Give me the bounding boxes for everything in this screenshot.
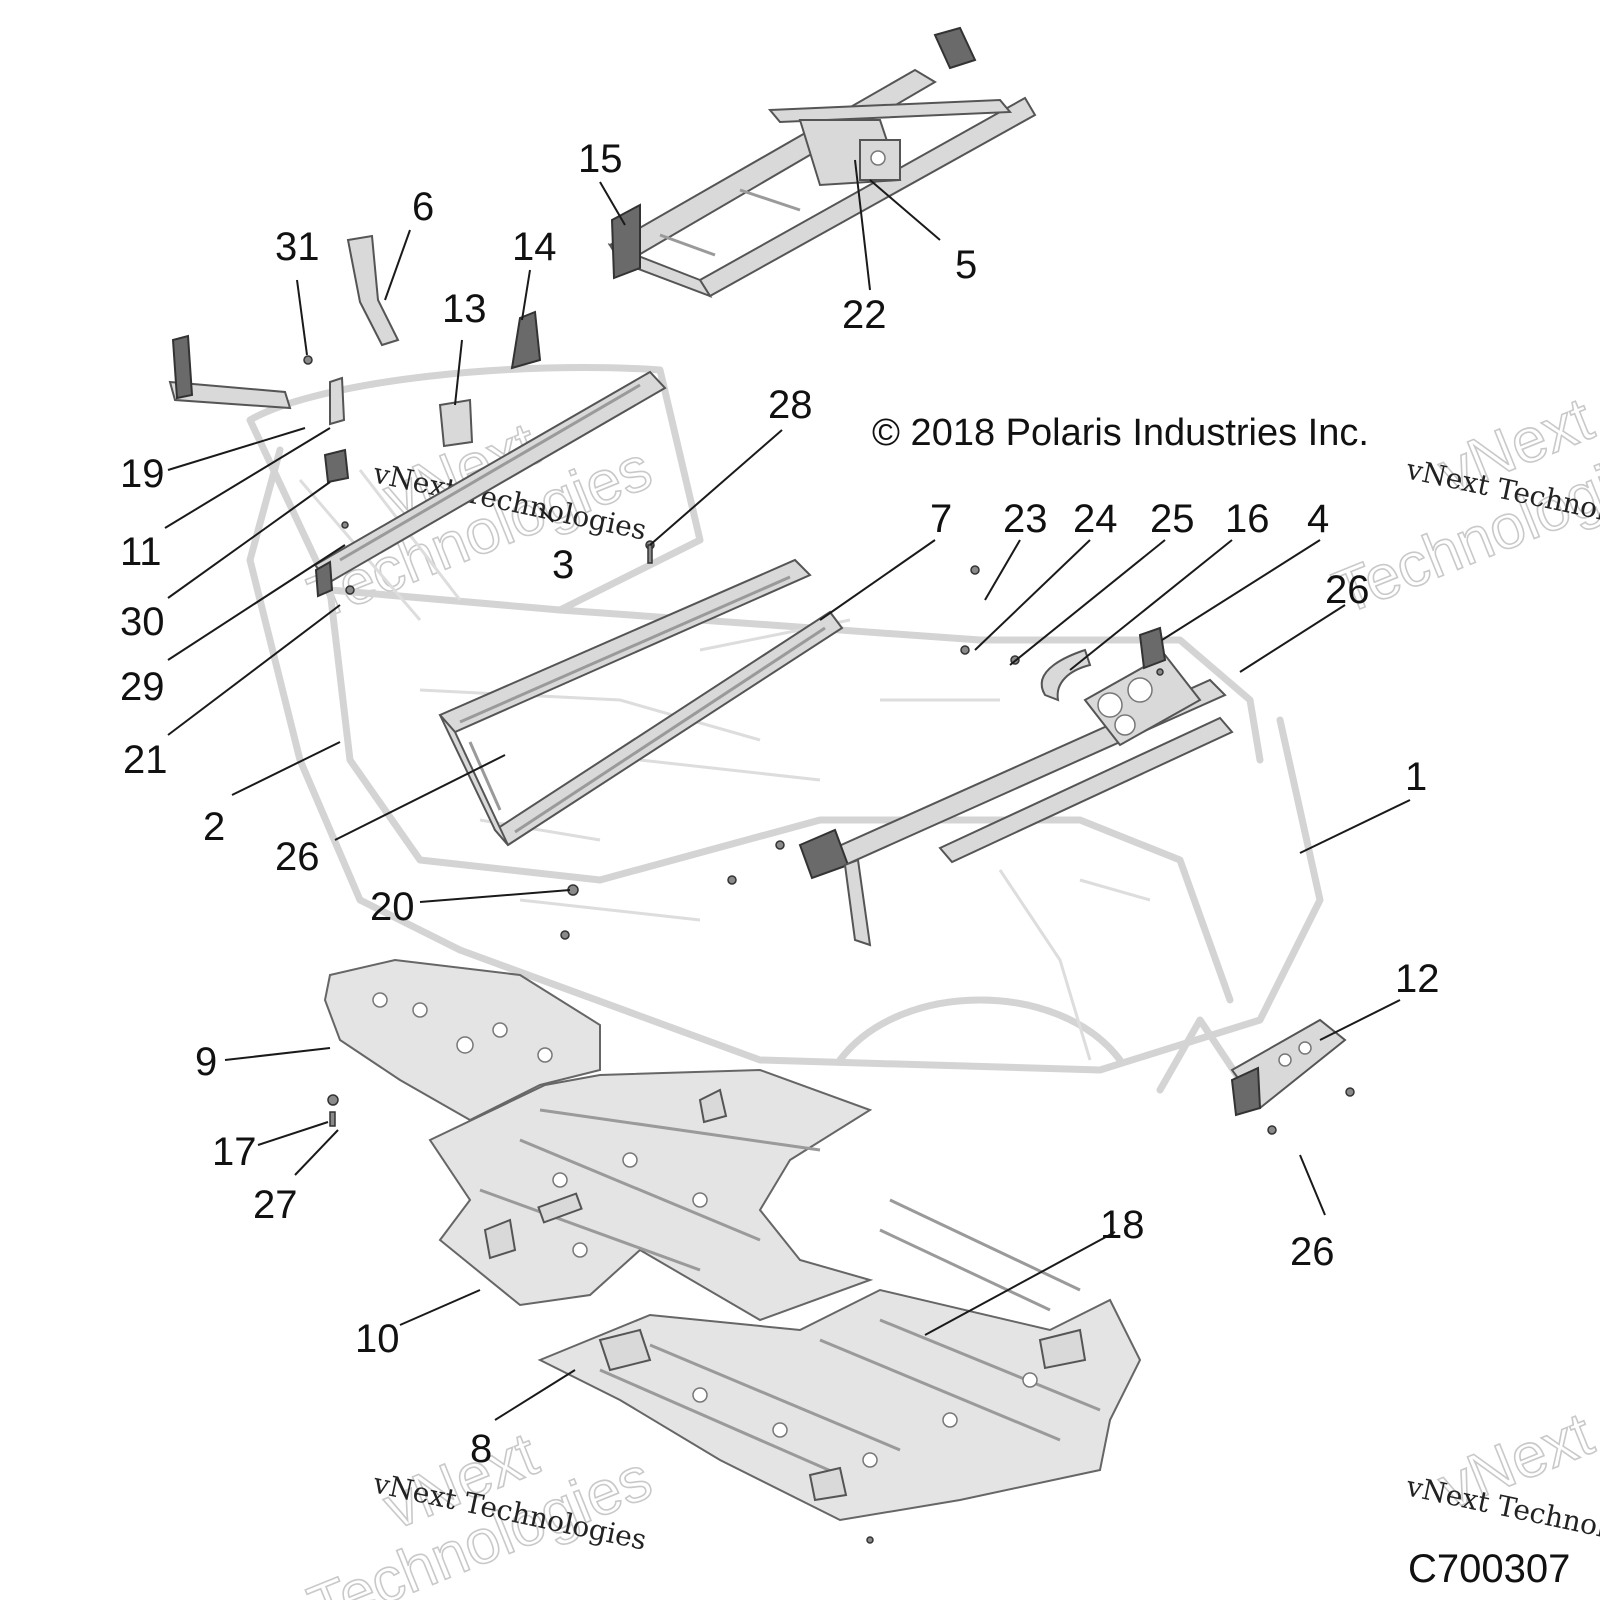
callout-12: 12 xyxy=(1395,957,1440,1001)
upper-rail xyxy=(313,370,667,598)
leader-18 xyxy=(924,1231,1116,1336)
leader-2 xyxy=(231,741,341,796)
callout-31: 31 xyxy=(275,225,320,269)
main-frame-ghost xyxy=(246,363,1324,1094)
callout-28: 28 xyxy=(768,383,813,427)
callout-17: 17 xyxy=(212,1130,257,1174)
callout-19: 19 xyxy=(120,452,165,496)
callout-8: 8 xyxy=(470,1427,492,1471)
rear-frame-assembly xyxy=(607,26,1037,298)
callout-9: 9 xyxy=(195,1040,217,1084)
callout-26: 26 xyxy=(1290,1230,1335,1274)
callout-labels: 1 2 3 4 5 6 7 8 9 10 11 12 13 14 15 16 1… xyxy=(120,137,1440,1471)
callout-5: 5 xyxy=(955,243,977,287)
callout-22: 22 xyxy=(842,293,887,337)
leader-7 xyxy=(819,539,936,621)
document-id: C700307 xyxy=(1408,1547,1570,1591)
leader-16 xyxy=(1069,539,1233,671)
callout-10: 10 xyxy=(355,1317,400,1361)
callout-6: 6 xyxy=(412,185,434,229)
leader-14 xyxy=(521,269,531,321)
callout-1: 1 xyxy=(1405,755,1427,799)
callout-14: 14 xyxy=(512,225,557,269)
callout-3: 3 xyxy=(552,543,574,587)
leader-6 xyxy=(384,229,411,301)
leader-lines xyxy=(164,159,1411,1421)
leader-3 xyxy=(539,507,554,523)
leader-5 xyxy=(869,179,941,241)
middle-rail-set xyxy=(438,558,844,847)
callout-16: 16 xyxy=(1225,497,1270,541)
leader-12 xyxy=(1319,999,1401,1041)
callout-11: 11 xyxy=(120,530,162,574)
leader-27 xyxy=(294,1129,339,1176)
leader-10 xyxy=(399,1289,481,1326)
callout-27: 27 xyxy=(253,1183,298,1227)
leader-26a xyxy=(1239,604,1346,673)
leader-22 xyxy=(854,159,871,291)
callout-29: 29 xyxy=(120,665,165,709)
callout-15: 15 xyxy=(578,137,623,181)
leader-9 xyxy=(224,1047,331,1061)
leader-17 xyxy=(257,1121,329,1146)
callout-26: 26 xyxy=(1325,568,1370,612)
leader-31 xyxy=(296,279,308,356)
leader-11 xyxy=(164,427,331,529)
leader-29 xyxy=(167,544,346,661)
leader-15 xyxy=(599,181,626,226)
front-crossmember xyxy=(798,626,1234,947)
callout-18: 18 xyxy=(1100,1203,1145,1247)
callout-26: 26 xyxy=(275,835,320,879)
leader-19 xyxy=(167,427,306,471)
leader-24 xyxy=(974,539,1091,651)
leader-8 xyxy=(494,1369,576,1421)
leader-23 xyxy=(984,539,1021,601)
leader-30 xyxy=(167,481,331,599)
callout-21: 21 xyxy=(123,738,168,782)
callout-20: 20 xyxy=(370,885,415,929)
callout-30: 30 xyxy=(120,600,165,644)
leader-26b xyxy=(334,754,506,841)
leader-21 xyxy=(167,604,341,736)
callout-2: 2 xyxy=(203,805,225,849)
callout-7: 7 xyxy=(930,497,952,541)
callout-25: 25 xyxy=(1150,497,1195,541)
leader-13 xyxy=(454,339,463,406)
leader-1 xyxy=(1299,799,1411,854)
leader-20 xyxy=(419,889,571,903)
leader-4 xyxy=(1161,539,1321,641)
leader-25 xyxy=(1009,539,1166,666)
callout-23: 23 xyxy=(1003,497,1048,541)
callout-24: 24 xyxy=(1073,497,1118,541)
callout-4: 4 xyxy=(1307,497,1329,541)
leader-28 xyxy=(649,429,783,546)
callout-13: 13 xyxy=(442,287,487,331)
copyright-notice: © 2018 Polaris Industries Inc. xyxy=(872,412,1369,454)
leader-26c xyxy=(1299,1154,1326,1216)
skid-plates xyxy=(323,958,1142,1522)
